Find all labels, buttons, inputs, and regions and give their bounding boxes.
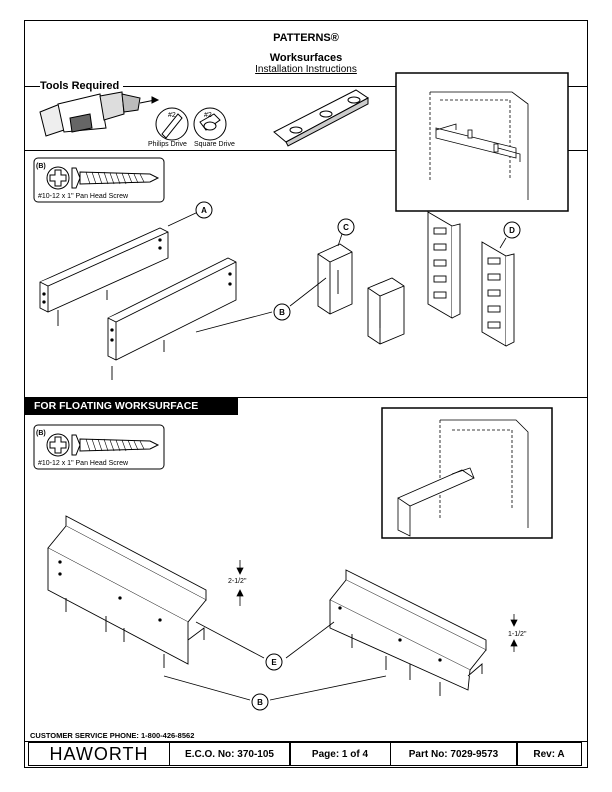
tools-required-label: Tools Required — [40, 80, 124, 92]
bracket-c-drawing — [317, 243, 405, 345]
logo-text: HAWORTH — [49, 743, 149, 764]
part-label-a — [195, 201, 213, 219]
dimension-markers — [236, 560, 518, 652]
part-e-text: E — [271, 658, 277, 667]
part-c-text: C — [343, 223, 349, 232]
screw-spec-bottom: #10-12 x 1" Pan Head Screw — [38, 460, 129, 467]
screw-callout-bottom — [33, 424, 165, 470]
part-number: Part No: 7029-9573 — [389, 742, 518, 766]
floating-height-banner: FOR FLOATING WORKSURFACE HEIGHT — [24, 398, 238, 429]
part-d-text: D — [509, 226, 515, 235]
bracket-b-drawing — [107, 257, 237, 380]
part-label-c — [337, 218, 355, 236]
haworth-logo: HAWORTH — [28, 742, 170, 766]
part-label-b2 — [251, 693, 269, 711]
eco-number: E.C.O. No: 370-105 — [168, 742, 291, 766]
tools-rule-right — [568, 86, 588, 87]
revision: Rev: A — [516, 742, 582, 766]
screw-callout-id-bottom: (B) — [36, 430, 46, 437]
square-drive-label: Square Drive — [194, 141, 235, 148]
part-a-text: A — [201, 206, 207, 215]
screw-callout-id-top: (B) — [36, 163, 46, 170]
footer-divider — [24, 741, 588, 742]
square-number: #2 — [204, 112, 212, 119]
customer-service-phone: CUSTOMER SERVICE PHONE: 1-800-426-8562 — [30, 731, 195, 740]
screw-callout-top — [33, 157, 165, 203]
bracket-d-drawing — [427, 211, 515, 347]
document-type: Installation Instructions — [255, 64, 357, 75]
part-label-e — [265, 653, 283, 671]
bracket-a-drawing — [39, 227, 169, 326]
overhead-inset-bottom — [381, 407, 553, 539]
page-frame — [24, 20, 588, 768]
square-bit-icon — [193, 107, 227, 141]
leader-lines-top — [167, 211, 507, 333]
part-label-d — [503, 221, 521, 239]
philips-drive-label: Philips Drive — [148, 141, 187, 148]
section-divider-top — [24, 150, 396, 151]
drilling-template-icon — [273, 89, 369, 147]
drill-icon — [39, 91, 160, 137]
z-bracket-right-drawing — [329, 569, 487, 696]
part-label-b1 — [273, 303, 291, 321]
section-divider-top-right — [568, 150, 588, 151]
tools-rule — [24, 86, 404, 87]
philips-bit-icon — [155, 107, 189, 141]
z-bracket-left-drawing — [47, 515, 207, 668]
dimension-1-5-label: 1-1/2" — [508, 631, 527, 638]
leader-lines-bottom — [163, 621, 387, 701]
part-b-text: B — [279, 308, 285, 317]
dimension-2-5-label: 2-1/2" — [228, 578, 247, 585]
part-b2-text: B — [257, 698, 263, 707]
product-subtitle: Worksurfaces — [269, 52, 343, 64]
section-divider-middle — [24, 397, 588, 398]
philips-number: #2 — [168, 112, 176, 119]
footer-bar: HAWORTH E.C.O. No: 370-105 Page: 1 of 4 … — [28, 742, 585, 766]
screw-spec-top: #10-12 x 1" Pan Head Screw — [38, 193, 129, 200]
page-number: Page: 1 of 4 — [289, 742, 391, 766]
overhead-inset-top — [395, 72, 569, 212]
brand-title: PATTERNS® — [273, 32, 339, 44]
